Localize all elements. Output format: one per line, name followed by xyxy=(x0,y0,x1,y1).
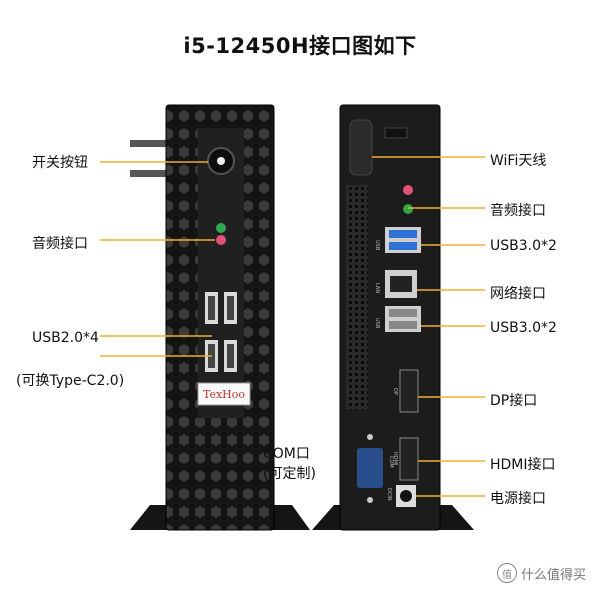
label-power-button: 开关按钮 xyxy=(32,155,88,171)
label-front-audio: 音频接口 xyxy=(32,236,88,252)
front-audio-green-icon xyxy=(216,223,226,233)
dp-port xyxy=(399,369,419,413)
label-wifi: WiFi天线 xyxy=(490,153,547,169)
label-usb3-top: USB3.0*2 xyxy=(490,238,557,254)
rear-lan-text: LAN xyxy=(374,283,380,293)
page-title: i5-12450H接口图如下 xyxy=(183,34,417,58)
rear-com-text: COM xyxy=(388,456,394,468)
power-led-icon xyxy=(217,157,225,165)
brand-badge xyxy=(197,382,251,406)
label-dp: DP接口 xyxy=(490,393,538,409)
label-lan: 网络接口 xyxy=(490,286,546,302)
front-audio-pink-icon xyxy=(216,235,226,245)
rear-hdmi-text: HDMI xyxy=(392,452,398,465)
com-port xyxy=(357,448,383,488)
front-antenna-top xyxy=(130,140,170,147)
rear-dcin-text: DCIN xyxy=(386,488,392,501)
label-com-note: (可定制) xyxy=(263,466,316,482)
rear-audio-green-icon xyxy=(403,204,413,214)
rear-audio-pink-icon xyxy=(403,185,413,195)
label-usb3-bottom: USB3.0*2 xyxy=(490,320,557,336)
brand-text: TexHoo xyxy=(203,388,245,401)
label-rear-audio: 音频接口 xyxy=(490,203,546,219)
label-dc: 电源接口 xyxy=(490,491,546,507)
wifi-antenna-icon xyxy=(349,119,373,176)
watermark: 值 什么值得买 xyxy=(496,563,586,583)
label-usb2: USB2.0*4 xyxy=(32,330,99,346)
rear-vent-grill xyxy=(346,185,368,410)
rear-unit: USB LAN USB DP HDMI DCIN COM xyxy=(312,104,474,531)
watermark-text: 什么值得买 xyxy=(520,567,586,583)
watermark-logo-icon: 值 xyxy=(496,563,517,583)
front-antenna-bottom xyxy=(130,170,170,177)
rear-usb-text: USB xyxy=(374,240,380,251)
hdmi-port xyxy=(399,437,419,481)
label-com: COM口 xyxy=(263,446,310,462)
leader-lines xyxy=(100,156,485,497)
label-usb2-note: (可换Type-C2.0) xyxy=(16,373,125,389)
rear-usb-text-2: USB xyxy=(374,318,380,329)
rear-dp-text: DP xyxy=(392,388,398,395)
label-hdmi: HDMI接口 xyxy=(490,457,556,473)
